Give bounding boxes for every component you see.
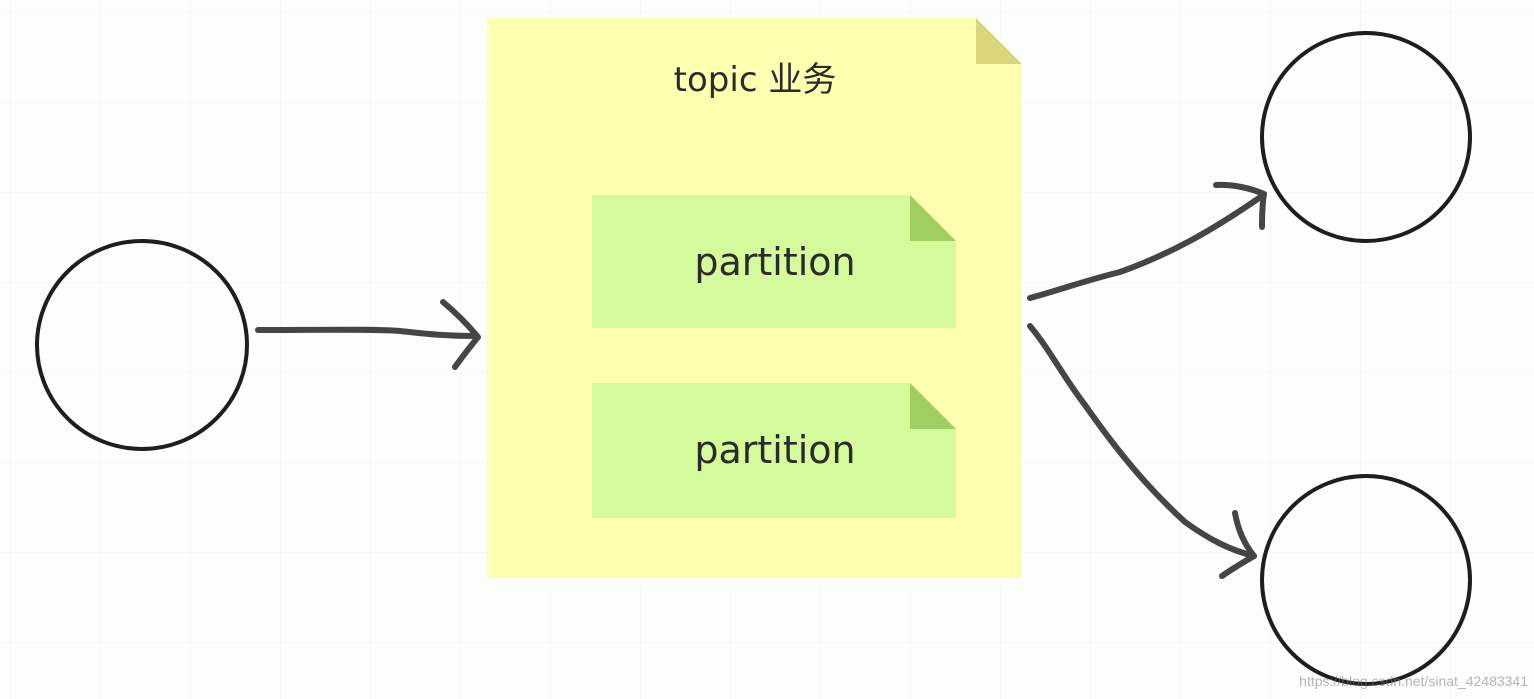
arrow-topic-to-consumer-bottom — [1027, 323, 1257, 579]
partition-note-body — [592, 383, 956, 518]
arrow-producer-to-topic — [255, 299, 481, 370]
partition-label: partition — [694, 240, 856, 284]
partition-note-fold — [910, 195, 956, 241]
partition-label: partition — [694, 428, 856, 472]
topic-note-fold — [976, 18, 1022, 64]
topic-title: topic 业务 — [673, 60, 837, 100]
partition-note-fold — [910, 383, 956, 429]
partition-note-body — [592, 195, 956, 328]
producer-node — [35, 239, 249, 451]
consumer-node-top — [1260, 31, 1472, 243]
watermark-text: https://blog.csdn.net/sinat_42483341 — [1299, 673, 1528, 689]
arrow-topic-to-consumer-top — [1027, 181, 1267, 301]
partition-note — [592, 195, 956, 328]
partition-note — [592, 383, 956, 518]
consumer-node-bottom — [1260, 474, 1472, 686]
